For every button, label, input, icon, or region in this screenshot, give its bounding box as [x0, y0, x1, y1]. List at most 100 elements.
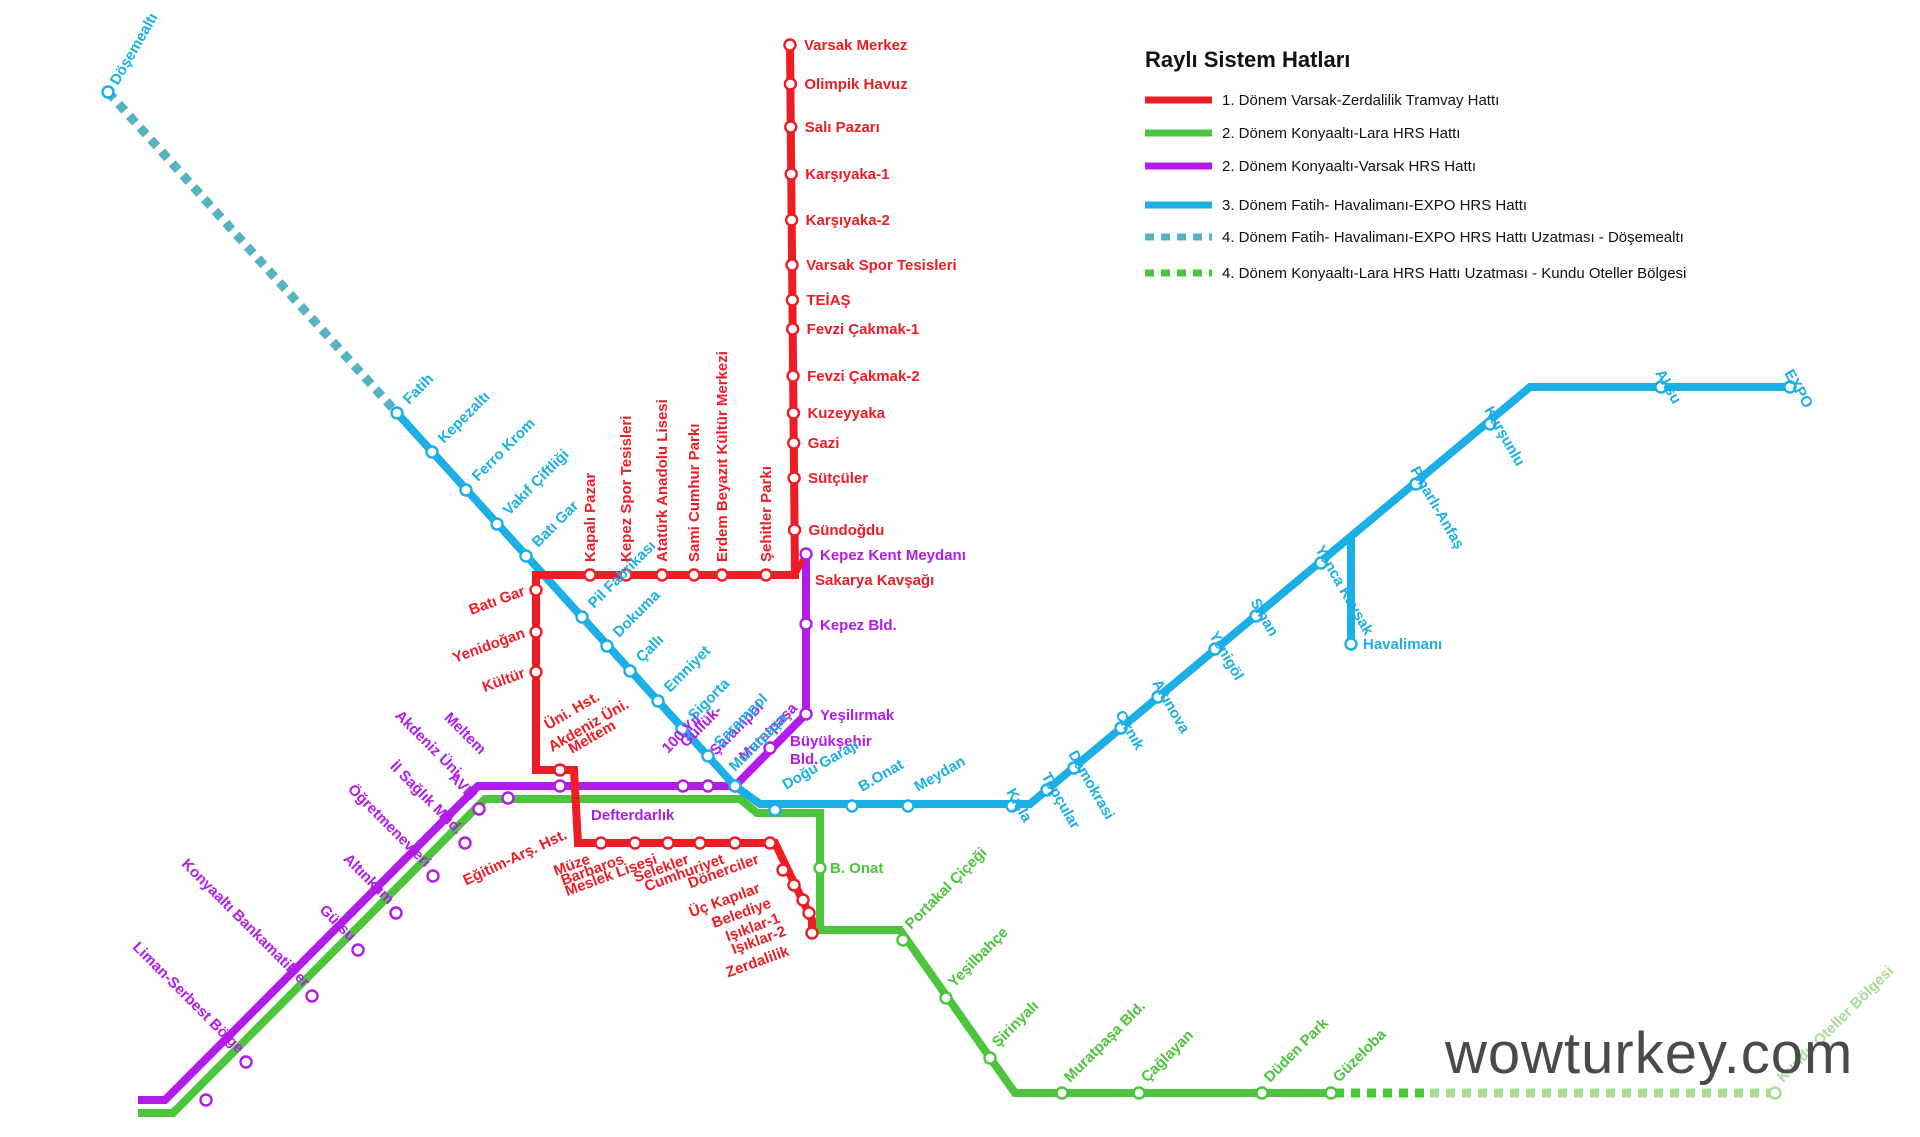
station-marker[interactable] [529, 583, 543, 597]
station-marker[interactable] [759, 568, 773, 582]
station-marker[interactable] [305, 989, 319, 1003]
station-marker[interactable] [1132, 1086, 1146, 1100]
station-marker[interactable] [1409, 477, 1423, 491]
station-marker[interactable] [1249, 609, 1263, 623]
station-marker[interactable] [693, 836, 707, 850]
station-marker[interactable] [784, 213, 799, 227]
station-marker[interactable] [1783, 380, 1797, 394]
station-label: Kültür [480, 665, 527, 696]
station-marker[interactable] [787, 878, 801, 892]
station-marker[interactable] [799, 707, 813, 721]
station-marker[interactable] [1483, 417, 1497, 431]
station-marker[interactable] [458, 836, 472, 850]
station-marker[interactable] [529, 665, 543, 679]
station-marker[interactable] [490, 517, 504, 531]
station-marker[interactable] [1324, 1086, 1338, 1100]
station-label: TEİAŞ [806, 292, 850, 309]
station-marker[interactable] [786, 406, 801, 420]
station-marker[interactable] [763, 741, 777, 755]
station-marker[interactable] [776, 863, 790, 877]
station-marker[interactable] [802, 906, 816, 920]
station-marker[interactable] [785, 293, 800, 307]
station-marker[interactable] [939, 991, 953, 1005]
station-marker[interactable] [728, 836, 742, 850]
station-marker[interactable] [389, 906, 403, 920]
station-marker[interactable] [783, 38, 797, 52]
station-marker[interactable] [1040, 783, 1054, 797]
station-marker[interactable] [687, 568, 701, 582]
station-label: Şirinyalı [989, 998, 1042, 1051]
station-label: Şehitler Parkı [758, 466, 775, 562]
station-label: Fatih [400, 370, 437, 407]
station-marker[interactable] [199, 1093, 213, 1107]
station-marker[interactable] [1344, 637, 1358, 651]
station-marker[interactable] [553, 779, 567, 793]
station-marker[interactable] [519, 549, 533, 563]
station-marker[interactable] [239, 1055, 253, 1069]
station-marker[interactable] [1208, 642, 1222, 656]
station-marker[interactable] [785, 258, 799, 272]
station-marker[interactable] [1255, 1086, 1269, 1100]
station-marker[interactable] [501, 791, 515, 805]
station-marker[interactable] [813, 861, 827, 875]
station-marker[interactable] [594, 836, 608, 850]
station-marker[interactable] [715, 568, 729, 582]
station-marker[interactable] [1005, 799, 1019, 813]
station-marker[interactable] [783, 77, 798, 91]
station-marker[interactable] [787, 436, 801, 450]
station-marker[interactable] [1768, 1086, 1782, 1100]
station-marker[interactable] [426, 869, 440, 883]
station-marker[interactable] [1114, 721, 1128, 735]
station-marker[interactable] [784, 120, 798, 134]
station-marker[interactable] [628, 836, 642, 850]
station-marker[interactable] [799, 547, 813, 561]
station-marker[interactable] [651, 694, 665, 708]
station-label: Düden Park [1261, 1014, 1332, 1085]
station-marker[interactable] [351, 943, 365, 957]
station-marker[interactable] [1067, 761, 1081, 775]
station-marker[interactable] [425, 445, 439, 459]
station-marker[interactable] [676, 779, 690, 793]
station-marker[interactable] [1055, 1086, 1069, 1100]
station-label: Batı Gar [467, 583, 528, 619]
station-marker[interactable] [390, 406, 404, 420]
station-marker[interactable] [983, 1051, 997, 1065]
station-label: Varsak Spor Tesisleri [806, 257, 957, 274]
station-marker[interactable] [675, 722, 689, 736]
station-marker[interactable] [787, 523, 802, 537]
station-marker[interactable] [901, 799, 915, 813]
station-label: Kepez Kent Meydanı [820, 547, 966, 564]
station-marker[interactable] [763, 836, 777, 850]
station-marker[interactable] [1654, 380, 1668, 394]
station-marker[interactable] [623, 664, 637, 678]
station-label: Yeşilbahçe [945, 924, 1012, 991]
station-marker[interactable] [472, 802, 486, 816]
station-marker[interactable] [701, 749, 715, 763]
station-marker[interactable] [701, 779, 715, 793]
station-marker[interactable] [784, 167, 798, 181]
station-marker[interactable] [799, 617, 813, 631]
station-marker[interactable] [768, 803, 782, 817]
station-marker[interactable] [583, 568, 597, 582]
station-marker[interactable] [661, 836, 675, 850]
station-marker[interactable] [787, 471, 801, 485]
station-label: Emniyet [661, 643, 714, 696]
station-marker[interactable] [655, 568, 669, 582]
station-marker[interactable] [529, 625, 543, 639]
station-label: Sami Cumhur Parkı [686, 424, 703, 562]
station-marker[interactable] [845, 799, 859, 813]
station-marker[interactable] [896, 933, 910, 947]
station-marker[interactable] [1151, 690, 1165, 704]
station-marker[interactable] [805, 926, 819, 940]
station-marker[interactable] [796, 893, 810, 907]
station-marker[interactable] [600, 639, 614, 653]
station-marker[interactable] [459, 483, 473, 497]
station-marker[interactable] [786, 369, 800, 383]
station-marker[interactable] [575, 610, 589, 624]
station-marker[interactable] [1314, 556, 1328, 570]
station-marker[interactable] [553, 763, 567, 777]
station-marker[interactable] [785, 322, 800, 336]
station-marker[interactable] [728, 779, 742, 793]
station-marker[interactable] [619, 568, 633, 582]
station-marker[interactable] [101, 85, 115, 99]
